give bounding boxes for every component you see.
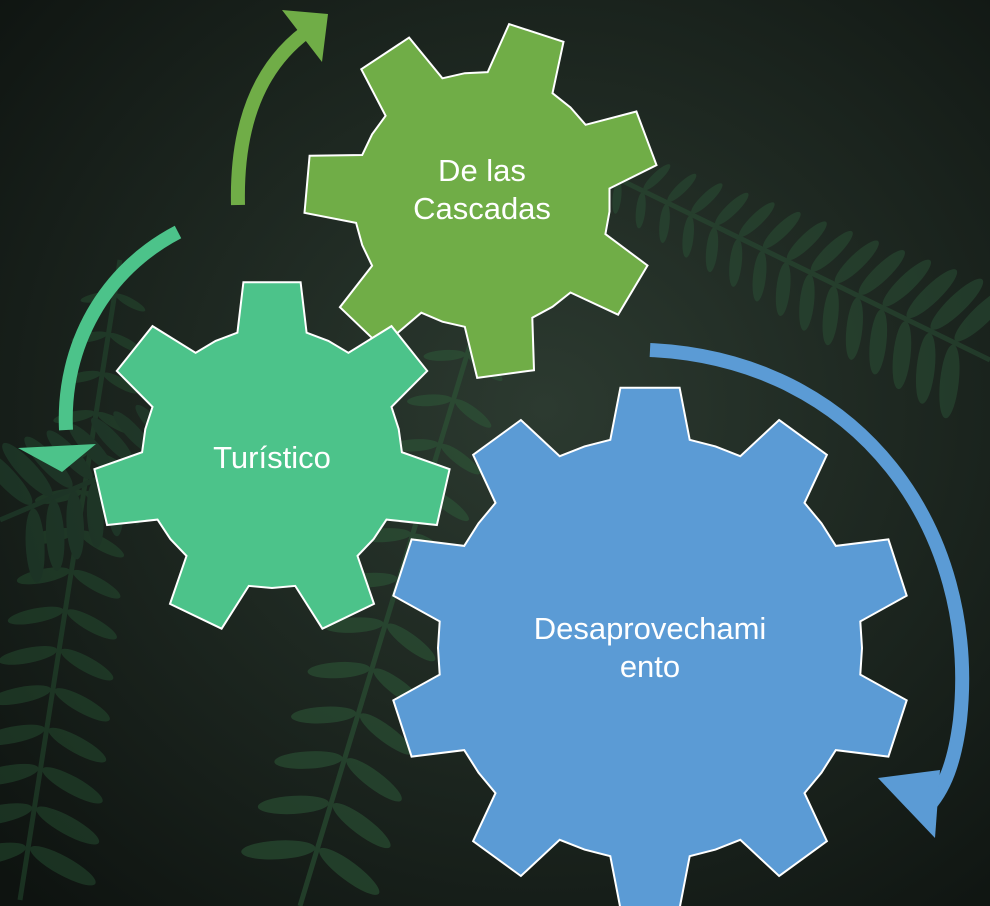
fern-leaflet [318,847,380,895]
fern-leaflet [869,309,888,375]
gear-turistico [93,281,451,630]
arrow-turistico-head [18,444,96,472]
fern-stem [17,259,123,901]
fern-leaflet [78,530,125,558]
fern-leaflet [16,567,70,585]
fern-leaflet [834,240,879,284]
fern-leaflet [274,751,343,769]
arrow-turistico-shaft [58,225,182,431]
fern-leaflet [705,227,719,273]
fern-leaflet [715,192,749,226]
arrow-desaprovechamiento [649,343,970,838]
fern-leaflet [2,442,53,497]
fern-leaflet [66,491,85,560]
fern-leaflet [0,842,27,866]
fern-leaflet [0,803,33,826]
fern-leaflet [892,321,912,390]
fern-leaflet [109,333,142,353]
fern-leaflet [7,606,64,625]
arrow-cascadas [230,10,328,206]
arrow-desaprovechamiento-head [878,770,940,838]
fern-leaflet [386,623,436,662]
fern-leaflet [0,449,33,505]
fern-leaflet [667,173,697,203]
fern-leaflet [729,238,743,287]
fern-leaflet [423,349,466,361]
fern-leaflet [0,724,45,746]
fern-leaflet [45,499,65,571]
fern-leaflet [359,713,413,755]
fern-leaflet [0,645,58,665]
fern-leaflet [66,609,117,640]
fern-leaflet [115,293,146,312]
fern-leaflet [48,727,107,763]
fern-leaflet [332,803,391,849]
fern-leaflet [930,278,984,330]
fern-leaflet [30,845,96,886]
fern-leaflet [858,250,905,295]
fern-leaflet [54,688,110,722]
arrow-cascadas-shaft [230,26,311,206]
fern-leaflet [42,767,103,804]
gear-de-las-cascadas [303,22,658,380]
fern-leaflet [91,417,134,463]
fern-leaflet [407,394,453,407]
fern-leaflet [799,274,815,331]
fern-leaflet [906,269,958,319]
fern-leaflet [346,758,402,802]
fern-leaflet [257,795,329,815]
fern-leaflet [643,164,671,191]
fern-leaflet [241,840,316,860]
fern-leaflet [939,344,960,419]
fern-leaflet [775,262,791,317]
fern-leaflet [86,482,104,548]
fern-leaflet [291,706,357,724]
fern-leaflet [738,202,775,237]
fern-leaflet [762,211,801,249]
fern-leaflet [612,180,622,214]
fern-leaflet [810,230,853,272]
fern-leaflet [845,297,864,360]
fern-leaflet [72,569,121,599]
fern-leaflet [915,332,936,404]
fern-leaflet [682,215,695,258]
fern-leaflet [0,685,52,706]
fern-leaflet [752,250,767,302]
fern-leaflet [307,661,371,679]
fern-leaflet [103,372,139,394]
gear-label-cascadas: De las Cascadas [413,153,551,226]
fern-leaflet [36,806,100,845]
fern-leaflet [786,221,827,261]
fern-leaflet [954,288,990,342]
fern-leaflet [25,508,45,583]
fern-leaflet [882,259,932,307]
arrow-desaprovechamiento-shaft [649,343,970,815]
fern-leaflet [659,203,670,243]
fern-leaflet [691,183,723,214]
arrow-turistico [18,225,182,472]
fern-leaflet [60,648,114,681]
fern-leaflet [822,285,839,346]
arrow-cascadas-head [282,10,328,62]
fern-leaflet [440,443,481,475]
gear-desaprovechamiento [392,386,908,906]
fern-stem [598,167,990,363]
fern-leaflet [0,763,39,786]
fern-leaflet [635,191,646,229]
gear-label-desaprovechamiento: Desaprovechami ento [533,611,767,684]
gear-label-turistico: Turístico [213,440,331,475]
fern-leaflet [390,439,439,452]
fern-leaflet [454,399,492,428]
